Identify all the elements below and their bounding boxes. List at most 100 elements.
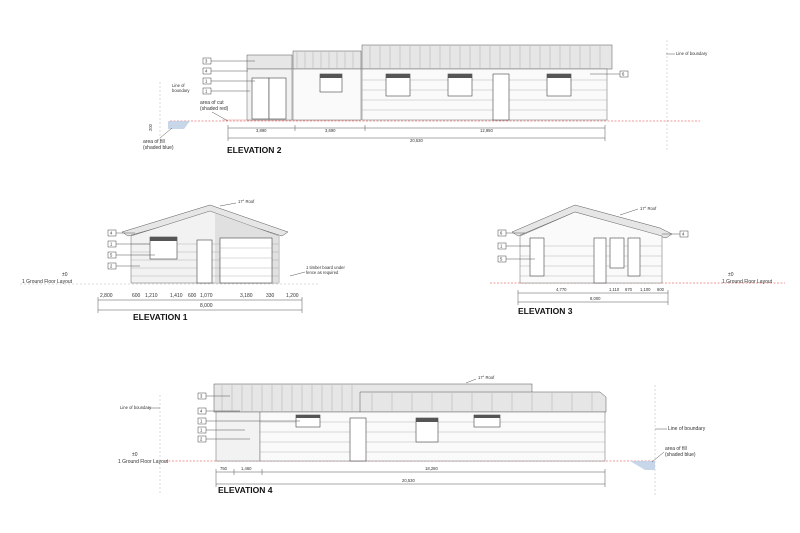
svg-text:5: 5 (110, 253, 113, 258)
material-tags: 4 1 5 2 (107, 229, 155, 270)
svg-text:boundary: boundary (172, 88, 190, 93)
elevation-1: ±0 1 Ground Floor Layout 4 1 5 2 17° Roo… (20, 199, 345, 322)
dimension-lines (517, 290, 669, 305)
svg-text:4: 4 (200, 409, 203, 414)
wall-left (215, 411, 261, 462)
boundary-label-left: Line of boundary (120, 405, 152, 410)
svg-text:1,100: 1,100 (640, 287, 651, 292)
svg-text:670: 670 (625, 287, 633, 292)
window-left (529, 237, 545, 277)
boundary-label: Line of boundary (676, 51, 708, 56)
fill-area (168, 121, 190, 129)
svg-text:1: 1 (500, 244, 503, 249)
svg-text:1 Ground Floor Layout: 1 Ground Floor Layout (118, 459, 169, 465)
svg-text:600: 600 (657, 287, 665, 292)
elevation-3: ±0 1 Ground Floor Layout 6 1 5 4 17° Roo… (490, 204, 785, 316)
svg-text:3,180: 3,180 (240, 293, 253, 299)
svg-text:6: 6 (500, 231, 503, 236)
roof-label: 17° Roof (238, 199, 255, 204)
material-tags-left: 3 4 1 1 (202, 57, 255, 95)
svg-text:4: 4 (110, 231, 113, 236)
elevation-3-title: ELEVATION 3 (518, 306, 573, 316)
svg-text:fence as required: fence as required (306, 270, 339, 275)
svg-text:3: 3 (205, 59, 208, 64)
fill-area (630, 461, 655, 470)
roof-main (361, 44, 613, 70)
entry-door (492, 73, 510, 121)
roof-middle (292, 50, 362, 70)
svg-text:8,000: 8,000 (200, 303, 213, 309)
dim-3: 12,950 (480, 128, 493, 133)
svg-text:330: 330 (266, 293, 275, 299)
cut-label: area of cut (200, 100, 224, 106)
fill-label: area of fill (665, 446, 687, 452)
svg-text:1: 1 (205, 79, 208, 84)
svg-text:3: 3 (200, 394, 203, 399)
svg-text:1,460: 1,460 (241, 466, 252, 471)
dimension-lines (227, 125, 606, 141)
dimension-lines (215, 469, 606, 487)
dim-total: 20,530 (410, 138, 423, 143)
svg-text:(shaded red): (shaded red) (200, 106, 229, 112)
svg-text:1,070: 1,070 (200, 293, 213, 299)
svg-text:1: 1 (110, 242, 113, 247)
roof-ribs (296, 46, 601, 68)
svg-text:1,200: 1,200 (286, 293, 299, 299)
svg-text:1,210: 1,210 (145, 293, 158, 299)
fill-label: area of fill (143, 139, 165, 145)
level-mark: ±0 (62, 272, 68, 278)
level-label: 1 Ground Floor Layout (22, 279, 73, 285)
dim-1: 3,890 (256, 128, 267, 133)
svg-text:(shaded blue): (shaded blue) (665, 452, 696, 458)
gable-roof (121, 204, 289, 237)
svg-text:(shaded blue): (shaded blue) (143, 145, 174, 151)
roof-left (246, 54, 293, 70)
window-right (627, 237, 641, 277)
elevation-1-title: ELEVATION 1 (133, 312, 188, 322)
elevation-2-title: ELEVATION 2 (227, 145, 282, 155)
svg-text:1,410: 1,410 (170, 293, 183, 299)
svg-text:600: 600 (188, 293, 197, 299)
elevation-4-title: ELEVATION 4 (218, 485, 273, 495)
material-tags: 3 4 1 1 2 (197, 392, 300, 443)
svg-text:1 timber board under: 1 timber board under (306, 265, 345, 270)
svg-text:±0: ±0 (728, 272, 734, 278)
svg-text:6: 6 (622, 72, 625, 77)
svg-text:Line of: Line of (172, 83, 185, 88)
dim-2: 3,690 (325, 128, 336, 133)
svg-text:2: 2 (110, 264, 113, 269)
material-tags: 6 1 5 4 (497, 229, 689, 263)
svg-text:5: 5 (500, 257, 503, 262)
elevation-4: ±0 1 Ground Floor Layout (118, 375, 706, 495)
svg-text:1: 1 (205, 89, 208, 94)
svg-text:±0: ±0 (132, 452, 138, 458)
boundary-label-right: Line of boundary (668, 426, 706, 432)
sliding-door-left (251, 77, 270, 120)
svg-text:20,530: 20,530 (402, 478, 415, 483)
sliding-door-right (268, 77, 287, 120)
svg-text:1 Ground Floor Layout: 1 Ground Floor Layout (722, 279, 773, 285)
window-middle (609, 237, 625, 269)
roof-label: 17° Roof (478, 375, 495, 380)
elevation-2: 3 4 1 1 6 Line of boundary Line of bound… (143, 40, 708, 155)
roof-label: 17° Roof (640, 206, 657, 211)
level-dimension: 200 (148, 123, 153, 131)
svg-text:1: 1 (200, 428, 203, 433)
svg-text:2,800: 2,800 (100, 293, 113, 299)
door (593, 237, 607, 284)
svg-text:4: 4 (682, 232, 685, 237)
svg-text:1: 1 (200, 419, 203, 424)
svg-text:18,280: 18,280 (425, 466, 438, 471)
svg-text:1,110: 1,110 (609, 287, 620, 292)
svg-text:8,000: 8,000 (590, 296, 601, 301)
garage-door (219, 237, 273, 284)
svg-text:600: 600 (132, 293, 141, 299)
dimension-lines (97, 297, 303, 313)
svg-text:750: 750 (220, 466, 228, 471)
svg-text:4,770: 4,770 (556, 287, 567, 292)
door (196, 239, 213, 284)
svg-text:2: 2 (200, 437, 203, 442)
door (349, 417, 367, 462)
svg-text:4: 4 (205, 69, 208, 74)
